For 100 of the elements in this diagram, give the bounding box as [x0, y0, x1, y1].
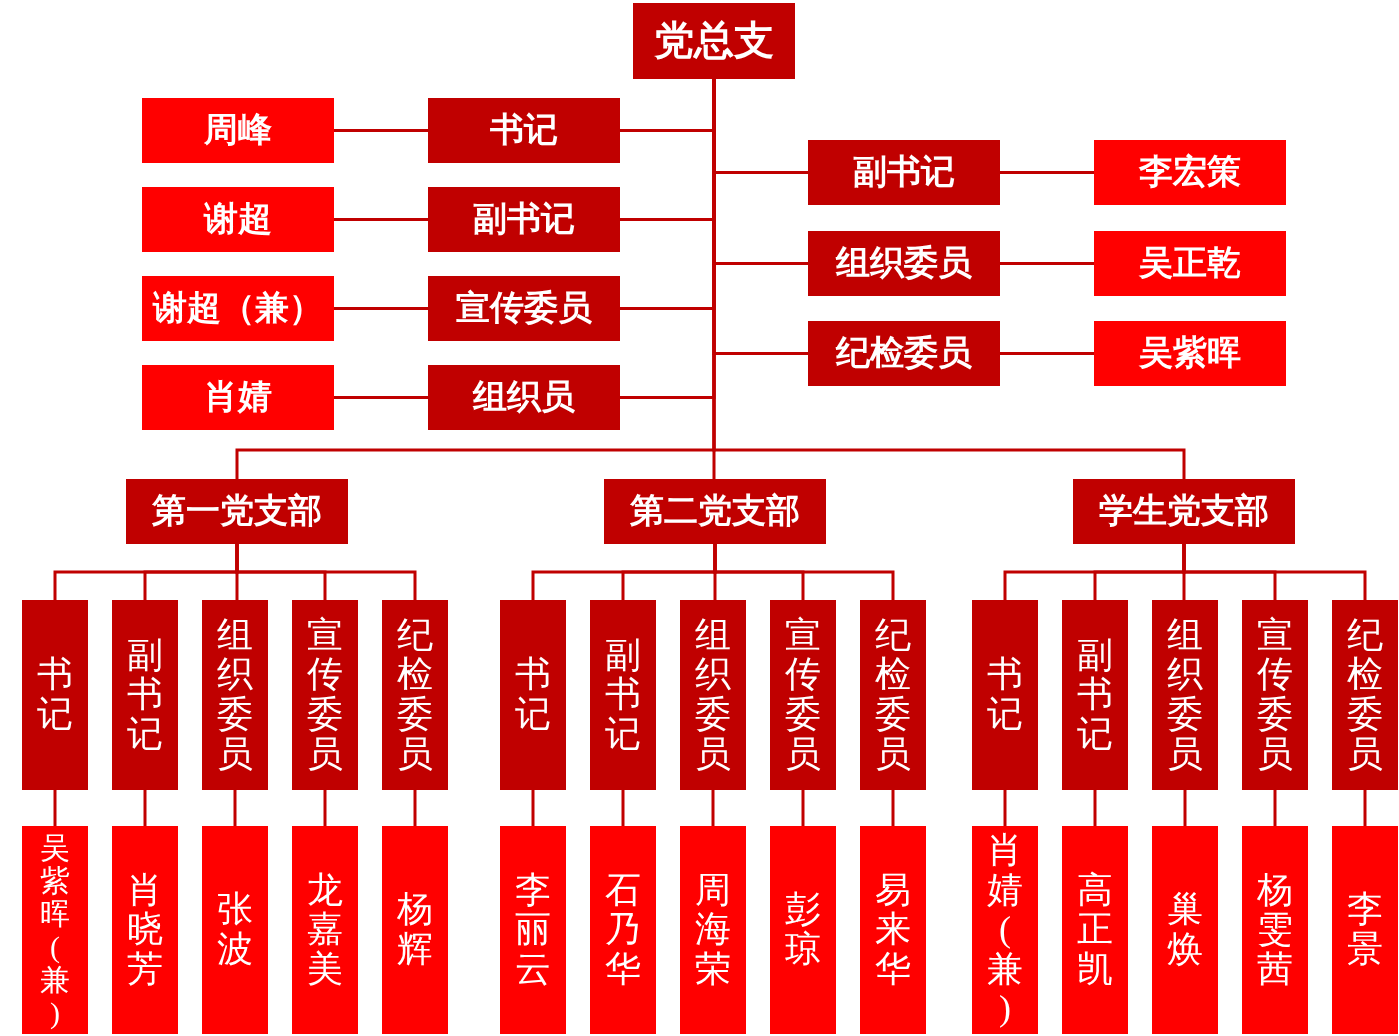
role-box — [808, 321, 1000, 386]
member-box — [1332, 826, 1398, 1034]
role-box — [1062, 600, 1128, 790]
member-box — [1152, 826, 1218, 1034]
role-title: 纪检委员 — [397, 615, 433, 775]
connector-line — [1182, 544, 1367, 600]
member-box — [22, 826, 88, 1034]
connector-line — [53, 790, 57, 826]
connector-line — [1000, 171, 1094, 174]
role-box — [1242, 600, 1308, 790]
role-title: 宣传委员 — [1257, 615, 1293, 775]
connector-line — [334, 396, 428, 399]
role-title: 纪检委员 — [875, 615, 911, 775]
connector-line — [1363, 790, 1367, 826]
connector-line — [713, 544, 895, 600]
member-name: 谢超（兼） — [153, 288, 323, 329]
member-box — [142, 276, 334, 341]
connector-line — [711, 790, 715, 826]
member-name: 龙嘉美 — [307, 870, 343, 990]
branch-box — [1073, 479, 1295, 544]
role-box — [428, 365, 620, 430]
role-box — [680, 600, 746, 790]
role-title: 副书记 — [605, 635, 641, 755]
role-title: 宣传委员 — [785, 615, 821, 775]
member-name: 杨辉 — [397, 890, 433, 970]
member-box — [770, 826, 836, 1034]
branch-name: 第一党支部 — [152, 491, 322, 532]
branch-box — [126, 479, 348, 544]
connector-line — [801, 790, 805, 826]
connector-line — [334, 307, 428, 310]
connector-line — [1093, 790, 1097, 826]
connector-line — [1000, 262, 1094, 265]
branch-box — [604, 479, 826, 544]
role-box — [428, 276, 620, 341]
role-box — [500, 600, 566, 790]
role-box — [972, 600, 1038, 790]
connector-line — [1273, 790, 1277, 826]
member-box — [1094, 231, 1286, 296]
member-box — [142, 98, 334, 163]
role-box — [860, 600, 926, 790]
member-name: 彭琼 — [785, 890, 821, 970]
connector-line — [233, 790, 237, 826]
member-box — [1062, 826, 1128, 1034]
member-name: 吴紫晖(兼) — [40, 831, 70, 1029]
role-title: 书记 — [987, 655, 1023, 735]
member-name: 周海荣 — [695, 870, 731, 990]
member-name: 巢焕 — [1167, 890, 1203, 970]
branch-name: 第二党支部 — [630, 491, 800, 532]
member-name: 李丽云 — [515, 870, 551, 990]
connector-line — [143, 790, 147, 826]
connector-line — [621, 790, 625, 826]
role-title: 纪检委员 — [1347, 615, 1383, 775]
member-box — [860, 826, 926, 1034]
member-box — [202, 826, 268, 1034]
connector-line — [334, 129, 428, 132]
connector-line — [891, 790, 895, 826]
member-name: 肖婧(兼) — [987, 831, 1023, 1029]
role-title: 书记 — [515, 655, 551, 735]
member-name: 肖晓芳 — [127, 870, 163, 990]
role-box — [428, 187, 620, 252]
connector-line — [1000, 352, 1094, 355]
connector-line — [1183, 790, 1187, 826]
member-box — [142, 187, 334, 252]
member-name: 张波 — [217, 890, 253, 970]
member-name: 周峰 — [204, 110, 272, 151]
connector-line — [531, 790, 535, 826]
member-box — [500, 826, 566, 1034]
role-title: 组织委员 — [695, 615, 731, 775]
member-box — [1094, 321, 1286, 386]
role-title: 宣传委员 — [456, 288, 592, 329]
connector-line — [323, 790, 327, 826]
connector-line — [334, 218, 428, 221]
member-name: 李景 — [1347, 890, 1383, 970]
member-name: 吴正乾 — [1139, 243, 1241, 284]
member-box — [382, 826, 448, 1034]
role-box — [1332, 600, 1398, 790]
member-box — [1094, 140, 1286, 205]
member-box — [292, 826, 358, 1034]
role-box — [112, 600, 178, 790]
role-box — [382, 600, 448, 790]
member-name: 李宏策 — [1139, 152, 1241, 193]
member-name: 杨雯茜 — [1257, 870, 1293, 990]
role-box — [22, 600, 88, 790]
member-box — [590, 826, 656, 1034]
member-name: 谢超 — [204, 199, 272, 240]
member-box — [972, 826, 1038, 1034]
member-name: 石乃华 — [605, 870, 641, 990]
member-box — [680, 826, 746, 1034]
member-name: 高正凯 — [1077, 870, 1113, 990]
member-box — [112, 826, 178, 1034]
member-box — [142, 365, 334, 430]
member-name: 肖婧 — [204, 377, 272, 418]
role-title: 组织员 — [473, 377, 575, 418]
role-title: 书记 — [37, 655, 73, 735]
role-box — [590, 600, 656, 790]
role-title: 组织委员 — [836, 243, 972, 284]
role-title: 组织委员 — [217, 615, 253, 775]
branch-name: 学生党支部 — [1099, 491, 1269, 532]
role-title: 副书记 — [853, 152, 955, 193]
role-title: 书记 — [490, 110, 558, 151]
